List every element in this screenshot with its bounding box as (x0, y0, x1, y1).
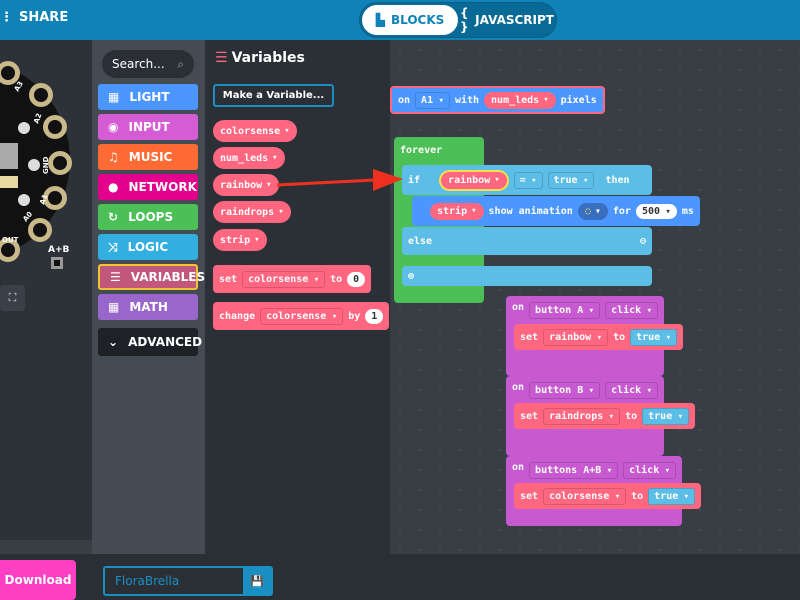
tab-blocks[interactable]: ▙BLOCKS (362, 5, 458, 35)
variable-block[interactable]: colorsense (213, 120, 297, 142)
braces-icon: { } (460, 6, 469, 34)
category-advanced[interactable]: ⌄ADVANCED (98, 328, 202, 356)
editor-toggle: ▙BLOCKS { }JAVASCRIPT (359, 2, 557, 38)
list-icon: ☰ (110, 270, 121, 284)
variable-dropdown[interactable]: rainbow (439, 169, 509, 191)
project-name-field[interactable]: FloraBrella 💾 (103, 566, 273, 596)
variable-dropdown[interactable]: colorsense (543, 487, 627, 505)
set-block[interactable]: setcolorsensetotrue (514, 483, 702, 509)
variable-dropdown[interactable]: raindrops (543, 407, 621, 425)
category-loops[interactable]: ↻LOOPS (98, 204, 198, 230)
create-strip-block[interactable]: onA1withnum_ledspixels (390, 86, 605, 114)
variable-block[interactable]: strip (213, 229, 267, 251)
project-name-input[interactable]: FloraBrella (115, 574, 180, 588)
action-dropdown[interactable]: click (623, 462, 677, 479)
category-variables[interactable]: ☰VARIABLES (98, 264, 205, 290)
save-icon[interactable]: 💾 (243, 568, 271, 594)
share-icon: ⋮ (0, 10, 13, 25)
add-else-icon[interactable]: ⊕ (408, 270, 415, 282)
circuit-playground-board[interactable]: A3 A2 GND A1 A0 OUT A+B (0, 40, 92, 280)
variable-block[interactable]: rainbow (213, 174, 279, 196)
toolbox: Search...⌕ ▦LIGHT ◉INPUT ♫MUSIC ●NETWORK… (92, 40, 205, 554)
shuffle-icon: ⤨ (108, 239, 118, 254)
boolean-dropdown[interactable]: true (642, 407, 690, 425)
if-footer: ⊕ (402, 266, 652, 286)
category-input[interactable]: ◉INPUT (98, 114, 198, 140)
category-network[interactable]: ●NETWORK (98, 174, 198, 200)
action-dropdown[interactable]: click (605, 382, 659, 399)
simulator: A3 A2 GND A1 A0 OUT A+B ⛶ (0, 40, 92, 540)
boolean-dropdown[interactable]: true (547, 171, 595, 189)
fullscreen-button[interactable]: ⛶ (0, 285, 25, 311)
set-block[interactable]: setraindropstotrue (514, 403, 696, 429)
target-icon: ◉ (108, 120, 119, 134)
pin-label: A1 (38, 193, 49, 206)
pin-label: GND (42, 156, 50, 174)
value-input[interactable]: 1 (365, 308, 384, 324)
category-logic[interactable]: ⤨LOGIC (98, 234, 198, 260)
boolean-dropdown[interactable]: true (648, 487, 696, 505)
make-variable-button[interactable]: Make a Variable... (213, 84, 334, 107)
animation-dropdown[interactable]: ◌▾ (577, 202, 608, 220)
bottom-bar: Download FloraBrella 💾 (0, 554, 800, 600)
set-variable-block[interactable]: setcolorsenseto0 (213, 265, 372, 293)
arrow-annotation (276, 169, 403, 191)
button-dropdown[interactable]: button B (529, 382, 601, 399)
pin-label: OUT (2, 236, 19, 244)
chat-icon: ● (108, 180, 119, 194)
action-dropdown[interactable]: click (605, 302, 659, 319)
else-row: else⊖ (402, 227, 652, 255)
variables-flyout: ☰Variables Make a Variable... colorsense… (205, 40, 390, 554)
category-math[interactable]: ▦MATH (98, 294, 198, 320)
variable-dropdown[interactable]: strip (430, 202, 484, 220)
set-block[interactable]: setrainbowtotrue (514, 324, 684, 350)
button-ab-label: A+B (48, 245, 70, 255)
tab-javascript[interactable]: { }JAVASCRIPT (460, 6, 554, 34)
if-block[interactable]: if rainbow = true then (402, 165, 652, 195)
share-button[interactable]: ⋮SHARE (0, 10, 69, 25)
operator-dropdown[interactable]: = (513, 171, 543, 189)
pin-dropdown[interactable]: A1 (415, 91, 450, 109)
search-icon: ⌕ (177, 56, 184, 71)
calculator-icon: ▦ (108, 300, 120, 314)
category-music[interactable]: ♫MUSIC (98, 144, 198, 170)
search-input[interactable]: Search...⌕ (102, 50, 194, 78)
chevron-down-icon: ⌄ (108, 335, 119, 349)
puzzle-icon: ▙ (375, 13, 385, 27)
category-light[interactable]: ▦LIGHT (98, 84, 198, 110)
variable-block[interactable]: raindrops (213, 201, 291, 223)
variable-dropdown[interactable]: num_leds (484, 91, 556, 109)
show-animation-block[interactable]: strip show animation ◌▾ for 500 ms (412, 196, 700, 226)
flyout-title: ☰Variables (215, 50, 305, 66)
variable-dropdown[interactable]: colorsense (260, 307, 344, 325)
download-button[interactable]: Download (0, 560, 76, 600)
workspace[interactable]: onA1withnum_ledspixels forever if rainbo… (390, 40, 800, 600)
button-dropdown[interactable]: buttons A+B (529, 462, 619, 479)
fullscreen-icon: ⛶ (8, 291, 17, 304)
variable-dropdown[interactable]: colorsense (242, 270, 326, 288)
variable-dropdown[interactable]: rainbow (543, 328, 609, 346)
value-input[interactable]: 0 (347, 271, 366, 287)
boolean-dropdown[interactable]: true (630, 328, 678, 346)
variable-block[interactable]: num_leds (213, 147, 285, 169)
headphones-icon: ♫ (108, 150, 119, 164)
remove-else-icon[interactable]: ⊖ (639, 235, 646, 247)
refresh-icon: ↻ (108, 210, 119, 224)
list-icon: ☰ (215, 50, 228, 66)
pin-label: A2 (32, 112, 43, 125)
duration-dropdown[interactable]: 500 (635, 203, 677, 219)
rainbow-ring-icon: ◌ (584, 205, 591, 217)
button-dropdown[interactable]: button A (529, 302, 601, 319)
change-variable-block[interactable]: changecolorsenseby1 (213, 302, 390, 330)
grid-icon: ▦ (108, 90, 120, 104)
